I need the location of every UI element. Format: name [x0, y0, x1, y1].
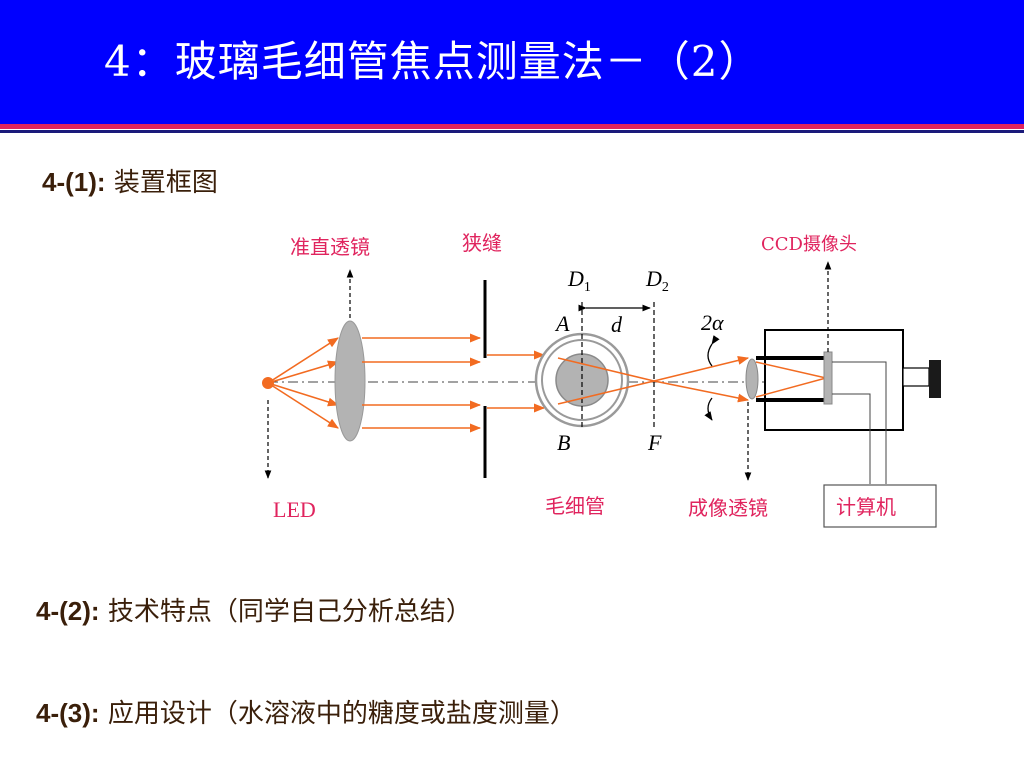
label-collimating-lens: 准直透镜: [290, 235, 370, 259]
section-label: 4-(2):: [36, 596, 100, 626]
slit-rays: [487, 350, 546, 413]
ccd-camera-housing-icon: [764, 329, 904, 431]
camera-internal-rays: [755, 361, 827, 398]
header-rule-blue: [0, 130, 1024, 133]
angle-arc-lower: [704, 397, 713, 421]
cable-2: [832, 393, 871, 484]
section-text: 应用设计（水溶液中的糖度或盐度测量）: [107, 699, 576, 729]
cable-1: [832, 361, 887, 484]
section-heading-application: 4-(3): 应用设计（水溶液中的糖度或盐度测量）: [36, 693, 576, 730]
label-angle: 2α: [701, 310, 724, 335]
camera-connector-plug: [929, 360, 941, 398]
imaging-lens-icon: [745, 358, 759, 400]
ccd-sensor-icon: [823, 351, 833, 405]
section-heading-features: 4-(2): 技术特点（同学自己分析总结）: [36, 591, 472, 628]
label-distance-d: d: [611, 312, 623, 337]
label-ccd: CCD摄像头: [761, 234, 857, 255]
angle-arc-upper: [707, 335, 720, 367]
section-text: 装置框图: [113, 168, 218, 198]
focusing-rays: [557, 356, 750, 405]
label-point-a: A: [554, 311, 570, 336]
label-led: LED: [273, 497, 316, 522]
section-label: 4-(3):: [36, 698, 100, 728]
section-text: 技术特点（同学自己分析总结）: [107, 597, 472, 627]
section-heading-setup: 4-(1): 装置框图: [42, 162, 218, 199]
label-point-f: F: [647, 430, 662, 455]
label-computer: 计算机: [836, 495, 896, 519]
header-rule-red: [0, 124, 1024, 129]
label-capillary: 毛细管: [545, 494, 605, 518]
title-bar: 4：玻璃毛细管焦点测量法－（2）: [0, 0, 1024, 124]
section-label: 4-(1):: [42, 167, 106, 197]
label-d1: D1: [567, 266, 591, 295]
diverging-rays: [267, 337, 340, 429]
collimating-lens-icon: [334, 320, 366, 442]
slide-title: 4：玻璃毛细管焦点测量法－（2）: [104, 37, 762, 86]
label-d2: D2: [645, 266, 669, 295]
label-imaging-lens: 成像透镜: [688, 496, 768, 520]
computer-box-icon: [823, 484, 937, 528]
label-point-b: B: [557, 430, 570, 455]
collimated-rays: [362, 333, 482, 433]
camera-connector: [902, 367, 930, 387]
label-slit: 狭缝: [462, 231, 502, 255]
